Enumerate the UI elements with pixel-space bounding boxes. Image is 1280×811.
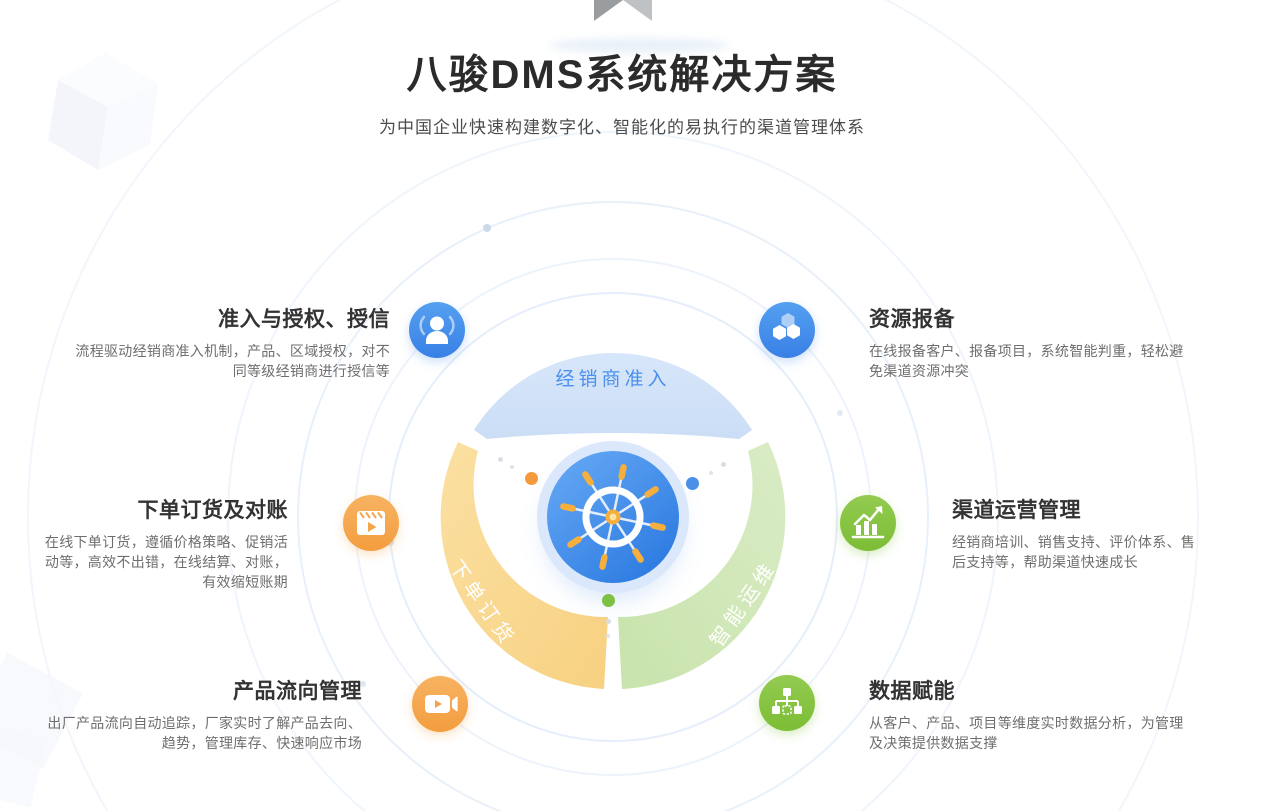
dot-green [602, 594, 615, 607]
feature-title: 数据赋能 [869, 680, 955, 703]
feature-icon-circle [343, 495, 399, 551]
feature-title: 资源报备 [869, 308, 955, 331]
hexagons-icon [773, 313, 800, 340]
feature-block-resource-filing: 资源报备 在线报备客户、报备项目，系统智能判重，轻松避 免渠道资源冲突 [869, 303, 1214, 381]
clapperboard-icon [357, 511, 385, 535]
orbit-dot [483, 224, 491, 232]
feature-desc-line: 流程驱动经销商准入机制，产品、区域授权，对不 [75, 343, 390, 359]
orbit-dot [360, 681, 366, 687]
feature-icon-circle [759, 675, 815, 731]
dot-blue [686, 477, 699, 490]
users-icon [419, 315, 455, 344]
ship-wheel-icon [560, 464, 666, 570]
section-pointer-triangle [594, 0, 623, 21]
feature-desc-line: 免渠道资源冲突 [869, 363, 970, 379]
feature-desc-line: 同等级经销商进行授信等 [232, 363, 390, 379]
center-hub [547, 451, 679, 583]
dot-orange [525, 472, 538, 485]
feature-desc-line: 及决策提供数据支撑 [869, 735, 998, 751]
feature-icon-circle [840, 495, 896, 551]
dot-trail [510, 465, 514, 469]
feature-desc-line: 在线下单订货，遵循价格策略、促销活 [44, 534, 288, 550]
dot-trail [606, 634, 610, 638]
feature-desc-line: 有效缩短账期 [202, 574, 288, 590]
feature-title: 产品流向管理 [233, 680, 362, 703]
ring-label-dealer-admission: 经销商准入 [555, 369, 671, 390]
feature-desc-line: 后支持等，帮助渠道快速成长 [952, 554, 1138, 570]
sitemap-icon [772, 688, 802, 715]
triangle-shadow [548, 38, 730, 53]
ring-diagram [440, 353, 786, 689]
feature-title: 准入与授权、授信 [218, 308, 390, 331]
feature-block-data-empowerment: 数据赋能 从客户、产品、项目等维度实时数据分析，为管理 及决策提供数据支撑 [869, 675, 1214, 753]
feature-desc-line: 经销商培训、销售支持、评价体系、售 [952, 534, 1196, 550]
ring-segment-dealer-admission [474, 353, 752, 439]
feature-icon-circle [409, 302, 465, 358]
bar-chart-icon [851, 506, 885, 539]
page-title: 八骏DMS系统解决方案 [406, 53, 838, 97]
section-pointer-triangle [623, 0, 652, 21]
feature-desc-line: 从客户、产品、项目等维度实时数据分析，为管理 [869, 715, 1184, 731]
feature-desc-line: 在线报备客户、报备项目，系统智能判重，轻松避 [869, 343, 1184, 359]
cube-decoration-icon [48, 53, 158, 170]
dot-trail [721, 462, 726, 467]
ring-segment-ordering [440, 442, 608, 689]
feature-block-channel-operations: 渠道运营管理 经销商培训、销售支持、评价体系、售 后支持等，帮助渠道快速成长 [952, 494, 1212, 572]
dot-trail [606, 619, 611, 624]
feature-block-admission: 准入与授权、授信 流程驱动经销商准入机制，产品、区域授权，对不 同等级经销商进行… [30, 303, 390, 381]
dot-trail [498, 457, 503, 462]
feature-title: 下单订货及对账 [137, 499, 288, 522]
feature-desc-line: 趋势，管理库存、快速响应市场 [161, 735, 362, 751]
orbit-dot [837, 410, 843, 416]
feature-block-ordering: 下单订货及对账 在线下单订货，遵循价格策略、促销活 动等，高效不出错，在线结算、… [13, 494, 288, 592]
feature-title: 渠道运营管理 [952, 499, 1081, 522]
page-subtitle: 为中国企业快速构建数字化、智能化的易执行的渠道管理体系 [379, 118, 865, 137]
video-camera-icon [425, 695, 458, 713]
feature-block-product-flow: 产品流向管理 出厂产品流向自动追踪，厂家实时了解产品去向、 趋势，管理库存、快速… [17, 675, 362, 753]
feature-desc-line: 动等，高效不出错，在线结算、对账， [44, 554, 288, 570]
ring-segment-smart-ops [618, 442, 786, 689]
feature-icon-circle [759, 302, 815, 358]
dot-trail [709, 471, 713, 475]
feature-desc-line: 出厂产品流向自动追踪，厂家实时了解产品去向、 [47, 715, 362, 731]
feature-icon-circle [412, 676, 468, 732]
